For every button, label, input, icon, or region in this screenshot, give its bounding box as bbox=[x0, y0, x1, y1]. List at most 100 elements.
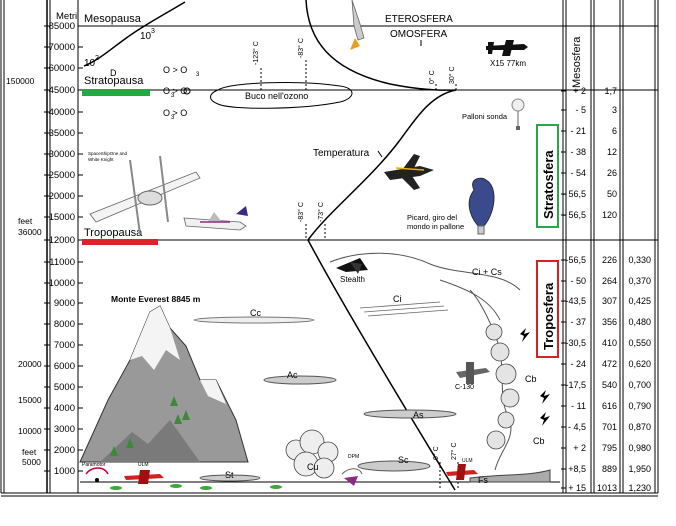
airliner-icon bbox=[183, 206, 248, 231]
feet-label: feet bbox=[18, 216, 33, 226]
temp-m83a: -83° C bbox=[297, 38, 305, 58]
cloud-as-label: As bbox=[413, 410, 424, 420]
feet-label: 150000 bbox=[6, 76, 35, 86]
lightning-icons bbox=[520, 328, 550, 426]
stratosfera-label: Stratosfera bbox=[541, 150, 556, 219]
temperature-value: + 2 bbox=[573, 86, 586, 96]
paramotor-icon bbox=[85, 467, 109, 482]
altitude-label: 40000 bbox=[49, 107, 75, 118]
palloni-sonda-label: Palloni sonda bbox=[462, 112, 508, 121]
ozone-D: D bbox=[110, 68, 117, 78]
ulm-aircraft-icon bbox=[124, 470, 164, 484]
cloud-ci-cs-label: Ci + Cs bbox=[472, 267, 502, 277]
temperature-value: -43,5 bbox=[565, 296, 586, 306]
ozone-eq1-sub: 3 bbox=[196, 72, 200, 78]
altitude-label: 25000 bbox=[49, 170, 75, 181]
tropopausa-label: Tropopausa bbox=[84, 227, 143, 239]
pressure-value: 12 bbox=[607, 147, 617, 157]
temperature-value: - 56,5 bbox=[563, 210, 586, 220]
temperature-value: - 54 bbox=[570, 168, 586, 178]
temp-73: -73° C bbox=[317, 202, 325, 222]
temp-0b: 0° C bbox=[432, 446, 440, 460]
pressure-value: 540 bbox=[602, 380, 617, 390]
pressure-value: 1,7 bbox=[604, 86, 617, 96]
picard-label-1: Picard, giro del bbox=[407, 213, 457, 222]
x15-label: X15 77km bbox=[490, 59, 526, 68]
pressure-value: 1013 bbox=[597, 483, 617, 493]
white-knight-aircraft-icon bbox=[89, 155, 201, 235]
altitude-label: 5000 bbox=[54, 382, 75, 393]
spaceship-label-1: SpaceShipOne and bbox=[88, 151, 128, 156]
feet-label: feet bbox=[22, 447, 37, 457]
pressure-value: 226 bbox=[602, 255, 617, 265]
pressure-value: 26 bbox=[607, 168, 617, 178]
stratocumulus-cloud bbox=[357, 460, 431, 472]
ozone-hole-shape bbox=[210, 82, 353, 109]
power-1000-exp: 3 bbox=[151, 28, 155, 35]
temperature-value: -17,5 bbox=[565, 380, 586, 390]
altocumulus-cloud bbox=[263, 375, 337, 385]
cloud-cb1-label: Cb bbox=[525, 374, 537, 384]
temperature-value: + 2 bbox=[573, 443, 586, 453]
feet-label: 20000 bbox=[18, 359, 42, 369]
rocket-icon bbox=[350, 0, 365, 50]
power-100-exp: 2 bbox=[95, 55, 99, 62]
altitude-label: 70000 bbox=[49, 42, 75, 53]
feet-label: 10000 bbox=[18, 426, 42, 436]
frame bbox=[0, 0, 659, 497]
picard-label-2: mondo in pallone bbox=[407, 222, 464, 231]
tropopausa-bar bbox=[82, 239, 158, 245]
temperature-value: +8,5 bbox=[568, 464, 586, 474]
pressure-value: 6 bbox=[612, 126, 617, 136]
ozone-eq3-sub: 3 bbox=[171, 115, 175, 121]
temperature-value: -30,5 bbox=[565, 338, 586, 348]
cloud-sc-label: Sc bbox=[398, 455, 409, 465]
temp-27: 27° C bbox=[450, 442, 458, 460]
altitude-label: 3000 bbox=[54, 424, 75, 435]
stealth-label: Stealth bbox=[340, 275, 365, 284]
ozone-hole-label: Buco nell'ozono bbox=[245, 91, 308, 101]
weather-balloon-icon bbox=[511, 98, 525, 130]
temperature-value: - 24 bbox=[570, 359, 586, 369]
density-value: 0,425 bbox=[628, 296, 651, 306]
feet-labels: 150000 feet 36000 20000 15000 10000 feet… bbox=[6, 76, 42, 467]
altitude-labels: 8500070000600004500040000350003000025000… bbox=[49, 21, 75, 477]
density-curve bbox=[83, 1, 186, 67]
ozone-eq3: O > O bbox=[163, 108, 187, 118]
cumulonimbus-cloud bbox=[485, 323, 520, 450]
temperature-value: - 4,5 bbox=[568, 422, 586, 432]
pressure-value: 3 bbox=[612, 105, 617, 115]
temp-m123: -123° C bbox=[252, 41, 260, 65]
pressure-value: 307 bbox=[602, 296, 617, 306]
stratus-cloud bbox=[199, 474, 261, 482]
temperature-value: - 21 bbox=[570, 126, 586, 136]
altitude-label: 1000 bbox=[54, 466, 75, 477]
mesopausa-label: Mesopausa bbox=[84, 13, 142, 25]
temperature-value: - 50 bbox=[570, 276, 586, 286]
stratopausa-bar bbox=[82, 89, 150, 96]
stratosfera-box bbox=[536, 124, 559, 228]
density-value: 0,620 bbox=[628, 359, 651, 369]
temperature-value: - 56,5 bbox=[563, 189, 586, 199]
fractostratus-cloud bbox=[469, 469, 551, 483]
cirrus-cloud bbox=[359, 301, 449, 317]
altitude-label: 10000 bbox=[49, 278, 75, 289]
altitude-label: 9000 bbox=[54, 298, 75, 309]
cloud-fs-label: Fs bbox=[478, 475, 488, 485]
fighter-jet-icon bbox=[384, 154, 434, 190]
troposfera-label: Troposfera bbox=[541, 282, 556, 350]
stealth-plane-icon bbox=[336, 258, 368, 274]
temperature-value: - 11 bbox=[571, 401, 586, 411]
altostratus-cloud bbox=[363, 409, 457, 419]
dpm-aircraft-icon bbox=[341, 468, 363, 486]
pressure-value: 356 bbox=[602, 317, 617, 327]
pressure-value: 50 bbox=[607, 189, 617, 199]
temperature-value: -56,5 bbox=[565, 255, 586, 265]
power-1000: 10 bbox=[140, 31, 152, 42]
pressure-value: 264 bbox=[602, 276, 617, 286]
temperature-curve bbox=[305, 0, 457, 491]
feet-label: 15000 bbox=[18, 395, 42, 405]
cirrocumulus-cloud bbox=[193, 316, 315, 324]
